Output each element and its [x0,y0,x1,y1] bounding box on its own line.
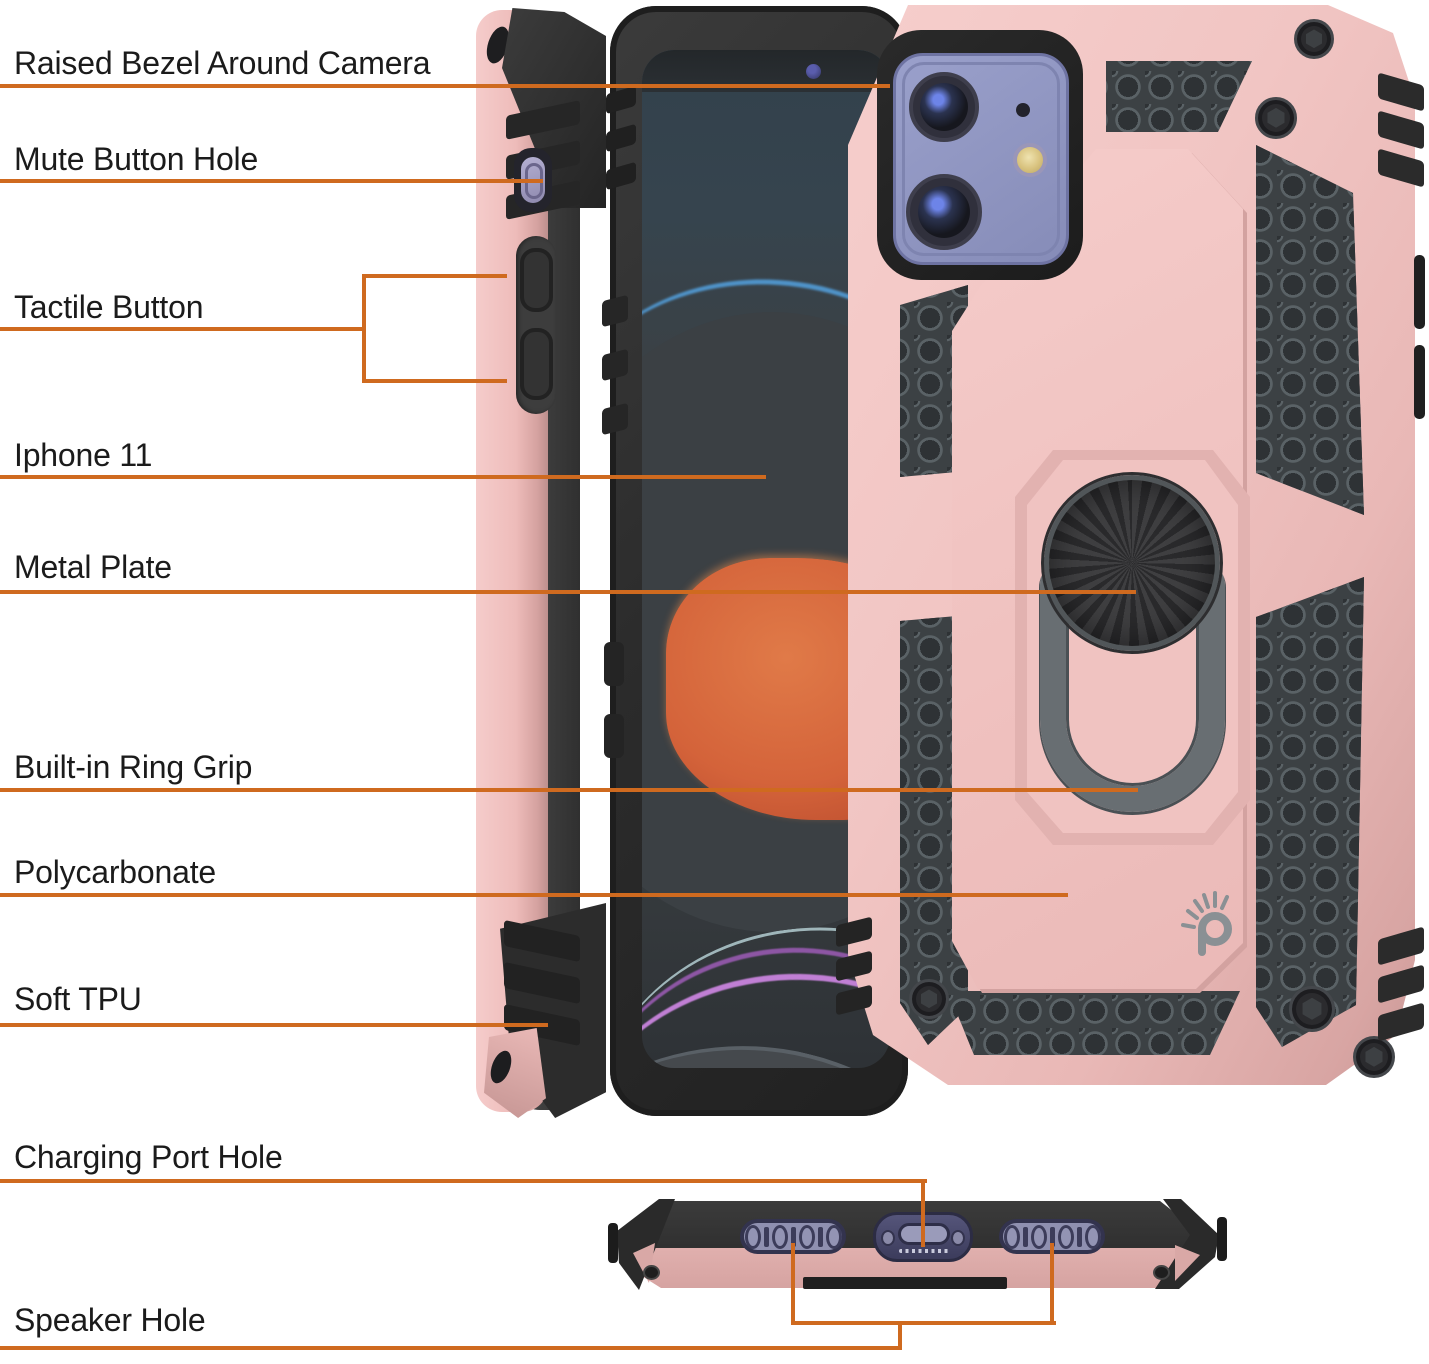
speaker-slot [817,1226,823,1247]
bottom-screw [643,1265,660,1280]
speaker-slot [744,1224,761,1249]
bottom-side-nub [1217,1217,1227,1261]
speaker-slot [790,1226,796,1247]
leader-tactile-vertical [362,274,366,383]
label-ring-grip: Built-in Ring Grip [14,749,253,785]
speaker-slot [1057,1224,1074,1249]
label-mute-button: Mute Button Hole [14,141,259,177]
leader-mute-button [0,179,543,183]
leader-speaker-left-vertical [791,1243,795,1325]
speaker-slot [1084,1224,1101,1249]
leader-speaker-right-vertical [1050,1243,1054,1325]
camera-lens-wide [909,72,979,142]
leader-metal-plate [0,590,1136,594]
label-polycarbonate: Polycarbonate [14,854,216,890]
leader-tactile-arm-top [362,274,507,278]
front-side-button-nub [604,714,624,758]
corner-screw [909,979,949,1019]
label-metal-plate: Metal Plate [14,549,172,585]
leader-polycarbonate [0,893,1068,897]
punkcase-logo [1181,891,1232,956]
port-screw [951,1230,965,1246]
leader-tactile-label [0,327,366,331]
corner-screw [1255,97,1297,139]
camera-lens-glass [918,186,970,238]
back-side-button-nub [1414,345,1425,419]
speaker-slot [1003,1224,1020,1249]
mesh-panel-bottom [948,991,1240,1055]
raised-camera-bezel [877,30,1083,280]
label-soft-tpu: Soft TPU [14,981,142,1017]
camera-module-outline [902,62,1060,256]
speaker-slot [771,1224,788,1249]
label-speaker-hole: Speaker Hole [14,1302,206,1338]
back-view [836,5,1429,1090]
speaker-hole-right [999,1219,1105,1254]
speaker-slot [798,1224,815,1249]
bottom-view [608,1195,1227,1295]
leader-ring-grip [0,788,1138,792]
front-side-button-nub [604,642,624,686]
camera-lens-glass [920,83,968,131]
camera-lens-ultrawide [906,174,982,250]
tactile-button-volume-up [520,248,553,312]
leader-speaker-connector [898,1321,902,1350]
bottom-screw [1153,1265,1170,1280]
corner-screw [1294,19,1334,59]
label-charging-port: Charging Port Hole [14,1139,283,1175]
label-tactile-button: Tactile Button [14,289,204,325]
side-view [476,8,606,1118]
speaker-slot [763,1226,769,1247]
speaker-slot [1049,1226,1055,1247]
port-dots [899,1249,951,1253]
back-side-button-nub [1414,255,1425,329]
front-view [602,6,910,1118]
corner-screw [1289,986,1335,1032]
corner-screw [1353,1036,1395,1078]
leader-tactile-arm-bottom [362,379,507,383]
speaker-slot [1030,1224,1047,1249]
leader-charging-label [0,1179,927,1183]
leader-raised-bezel [0,84,890,88]
speaker-slot [1076,1226,1082,1247]
bottom-side-nub [608,1223,618,1263]
leader-charging-vertical [921,1179,925,1247]
port-screw [881,1230,895,1246]
camera-mic-dot [1016,103,1030,117]
label-raised-bezel: Raised Bezel Around Camera [14,45,431,81]
camera-module [893,53,1069,265]
leader-iphone [0,475,766,479]
leader-speaker-label [0,1346,902,1350]
mesh-panel-right-upper [1256,145,1364,515]
leader-speaker-bracket [791,1321,1056,1325]
tactile-button-volume-down [520,328,553,400]
camera-flash [1013,143,1047,177]
mesh-panel-right-lower [1256,577,1364,1047]
label-iphone: Iphone 11 [14,437,153,473]
bottom-tab [803,1277,1007,1289]
front-camera-dot [806,64,821,79]
speaker-slot [1022,1226,1028,1247]
metal-plate [1044,475,1220,651]
leader-soft-tpu [0,1023,548,1027]
speaker-slot [825,1224,842,1249]
